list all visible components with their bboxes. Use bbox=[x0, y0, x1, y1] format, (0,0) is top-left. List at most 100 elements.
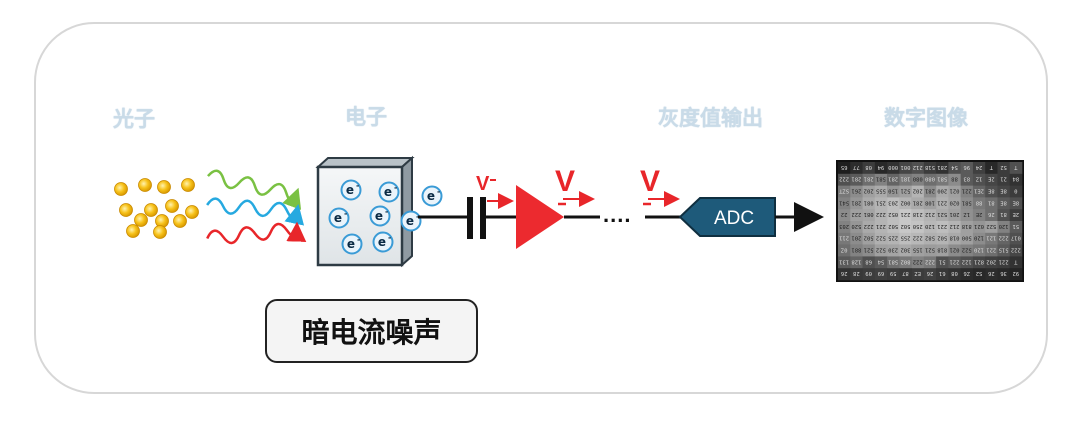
pixel-cell bbox=[972, 268, 986, 281]
gray-output-label: 灰度值输出 bbox=[658, 106, 763, 130]
photon-dot bbox=[165, 199, 179, 213]
pixel-cell bbox=[874, 221, 888, 234]
pixel-value: 120 bbox=[925, 223, 935, 229]
pixel-value: 052 bbox=[888, 211, 898, 217]
pixel-cell bbox=[923, 232, 937, 245]
pixel-value: 52 bbox=[1000, 164, 1007, 170]
pixel-cell bbox=[911, 162, 925, 175]
pixel-value: 8E bbox=[1000, 199, 1007, 205]
pixel-cell bbox=[1009, 268, 1023, 281]
pixel-value: 120 bbox=[974, 247, 984, 253]
pixel-value: 128 bbox=[851, 258, 861, 264]
pixel-cell bbox=[899, 209, 912, 222]
electron-circle bbox=[341, 233, 363, 255]
pixel-cell bbox=[960, 244, 974, 257]
pixel-cell bbox=[997, 221, 1011, 234]
pixel-cell bbox=[960, 232, 974, 245]
pixel-value: 8E bbox=[988, 188, 995, 194]
photon-dot bbox=[153, 225, 167, 239]
pixel-value: 51 bbox=[1013, 223, 1020, 229]
pixel-value: 0Z bbox=[840, 247, 847, 253]
pixel-value: 518 bbox=[925, 164, 935, 170]
pixel-value: 26 bbox=[988, 211, 995, 217]
pixel-value: 081 bbox=[864, 199, 874, 205]
pixel-cell bbox=[862, 185, 876, 198]
pixel-value: 502 bbox=[937, 235, 947, 241]
electron-charge-sign: - bbox=[356, 181, 359, 190]
pixel-cell bbox=[887, 209, 900, 222]
pixel-value: 83 bbox=[963, 176, 970, 182]
pixel-value: 212 bbox=[913, 164, 923, 170]
pixel-cell bbox=[911, 232, 925, 245]
pixel-cell bbox=[874, 209, 888, 222]
pixel-cell bbox=[874, 232, 888, 245]
pixel-cell bbox=[997, 173, 1011, 186]
pixel-value: 502 bbox=[900, 223, 910, 229]
pixel-value: EZ bbox=[914, 270, 921, 276]
pixel-value: 581 bbox=[937, 176, 947, 182]
pixel-value: 581 bbox=[876, 176, 886, 182]
pixel-value: 001 bbox=[900, 164, 910, 170]
pixel-cell bbox=[972, 221, 986, 234]
pixel-value: 821 bbox=[974, 258, 984, 264]
photon-dot bbox=[181, 178, 195, 192]
pixel-cell bbox=[887, 162, 900, 175]
pixel-cell bbox=[985, 268, 998, 281]
pixel-value: 212 bbox=[925, 211, 935, 217]
pixel-value: 222 bbox=[839, 176, 849, 182]
electron-charge-sign: - bbox=[357, 235, 360, 244]
electron-charge-sign: - bbox=[388, 233, 391, 242]
pixel-value: 28 bbox=[853, 270, 860, 276]
photon-dot bbox=[119, 203, 133, 217]
pixel-value: 515 bbox=[999, 247, 1009, 253]
pixel-cell bbox=[850, 197, 863, 210]
electron-circle bbox=[421, 185, 443, 207]
pixel-value: 36 bbox=[1000, 270, 1007, 276]
pixel-value: 281 bbox=[913, 199, 923, 205]
pixel-cell bbox=[985, 162, 998, 175]
pixel-cell bbox=[936, 221, 949, 234]
pixel-value: 09 bbox=[865, 270, 872, 276]
electron-label: 电子 bbox=[345, 105, 387, 129]
pixel-cell bbox=[923, 268, 937, 281]
pixel-cell bbox=[985, 244, 998, 257]
pixel-cell bbox=[874, 162, 888, 175]
pixel-cell bbox=[838, 162, 851, 175]
pixel-cell bbox=[960, 209, 974, 222]
electron-symbol: e bbox=[334, 211, 342, 225]
pixel-value: 131 bbox=[839, 258, 849, 264]
electron-charge-sign: - bbox=[394, 183, 397, 192]
pixel-cell bbox=[960, 256, 974, 269]
pixel-value: 1Z bbox=[963, 211, 970, 217]
pixel-cell bbox=[972, 185, 986, 198]
pixel-cell bbox=[899, 256, 912, 269]
pixel-cell bbox=[874, 256, 888, 269]
pixel-value: 021 bbox=[950, 188, 960, 194]
electron-symbol: e bbox=[347, 237, 355, 251]
pixel-cell bbox=[972, 197, 986, 210]
pixel-cell bbox=[862, 197, 876, 210]
photon-dot bbox=[134, 213, 148, 227]
pixel-value: 08 bbox=[951, 270, 958, 276]
pixel-value: 69 bbox=[878, 270, 885, 276]
pixel-cell bbox=[874, 173, 888, 186]
pixel-value: 202 bbox=[986, 258, 996, 264]
electron-charge-sign: - bbox=[385, 207, 388, 216]
electron-symbol: e bbox=[346, 183, 354, 197]
pixel-cell bbox=[948, 221, 961, 234]
pixel-cell bbox=[862, 232, 876, 245]
pixel-value: 8E bbox=[1013, 199, 1020, 205]
pixel-value: Z6 bbox=[963, 270, 970, 276]
pixel-cell bbox=[874, 197, 888, 210]
pixel-value: 000 bbox=[888, 164, 898, 170]
pixel-value: 54 bbox=[951, 164, 958, 170]
pixel-value: 581 bbox=[888, 258, 898, 264]
pixel-value: 08 bbox=[865, 164, 872, 170]
pixel-value: 202 bbox=[913, 188, 923, 194]
light-wave-green bbox=[207, 169, 302, 210]
pixel-value: 203 bbox=[839, 223, 849, 229]
continuation-dots: .... bbox=[603, 202, 631, 227]
pixel-value: 222 bbox=[864, 223, 874, 229]
pixel-cell bbox=[911, 197, 925, 210]
